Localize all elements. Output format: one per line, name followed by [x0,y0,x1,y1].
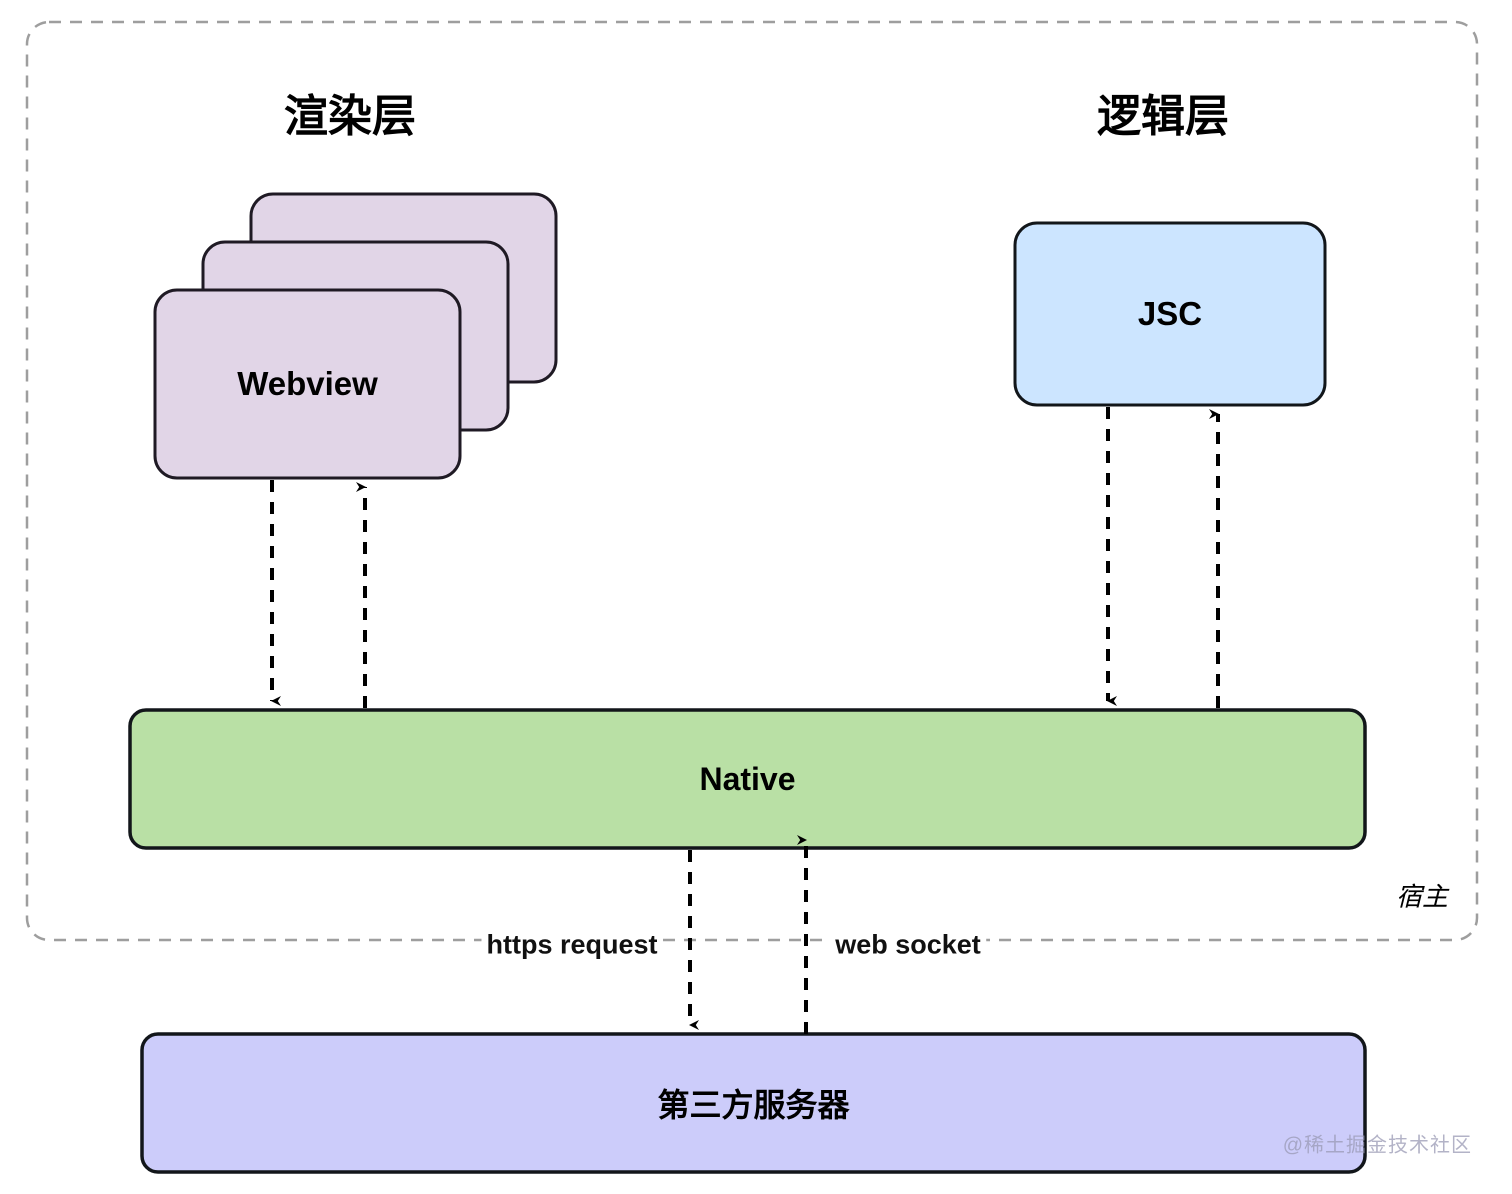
server-bar [140,1032,1367,1174]
host-boundary-label: 宿主 [1395,881,1449,912]
render-layer-header: 渲染层 [284,92,416,141]
host-boundary [25,20,1479,942]
logic-layer-header: 逻辑层 [1097,92,1229,141]
web-socket-label: web socket [830,931,986,959]
native-bar [128,708,1367,850]
jsc-box [1013,221,1327,407]
webview-card-front [153,288,462,480]
https-request-label: https request [481,931,663,959]
watermark: @稀土掘金技术社区 [1282,1134,1472,1157]
